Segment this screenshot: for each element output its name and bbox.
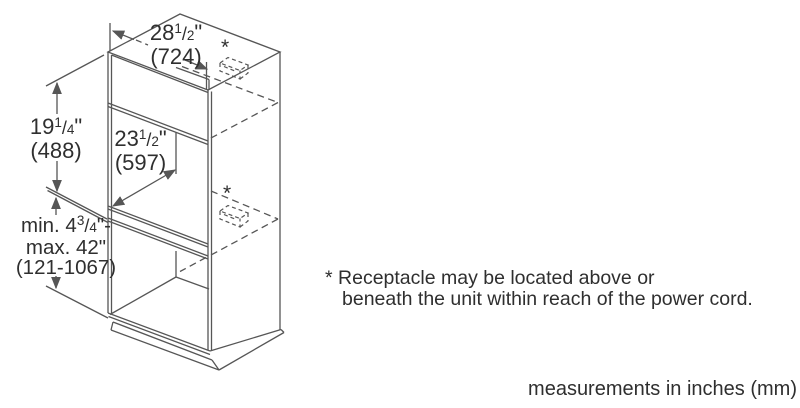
dimension-lines [45, 23, 209, 319]
depth-dimension-mm: (597) [114, 150, 167, 175]
height-dimension-label: 191/4" (488) [16, 115, 96, 163]
receptacle-note: * Receptacle may be located above or ben… [325, 268, 753, 310]
clearance-line3: (121-1067) [15, 256, 117, 279]
units-footer: measurements in inches (mm) [528, 378, 797, 400]
note-asterisk: * [325, 267, 333, 289]
width-dimension-label: 281/2" (724) [136, 21, 216, 69]
depth-dimension-label: 231/2" (597) [98, 127, 183, 175]
height-dimension-mm: (488) [30, 138, 82, 163]
receptacle-note-line1: * Receptacle may be located above or [325, 267, 655, 289]
hidden-edges [179, 65, 279, 273]
clearance-line2: max. 42" [25, 236, 107, 259]
receptacle-note-line2: beneath the unit within reach of the pow… [342, 288, 753, 310]
cabinet-outline [106, 13, 285, 371]
clearance-dimension-label: min. 43/4"- max. 42" (121-1067) [14, 213, 118, 279]
asterisk-marker-top: * [221, 36, 230, 59]
receptacle-box-middle [218, 204, 250, 228]
asterisk-marker-middle: * [223, 182, 232, 205]
clearance-line1: min. 43/4"- [21, 213, 111, 237]
receptacle-box-top [218, 56, 250, 80]
width-dimension-mm: (724) [150, 44, 202, 69]
